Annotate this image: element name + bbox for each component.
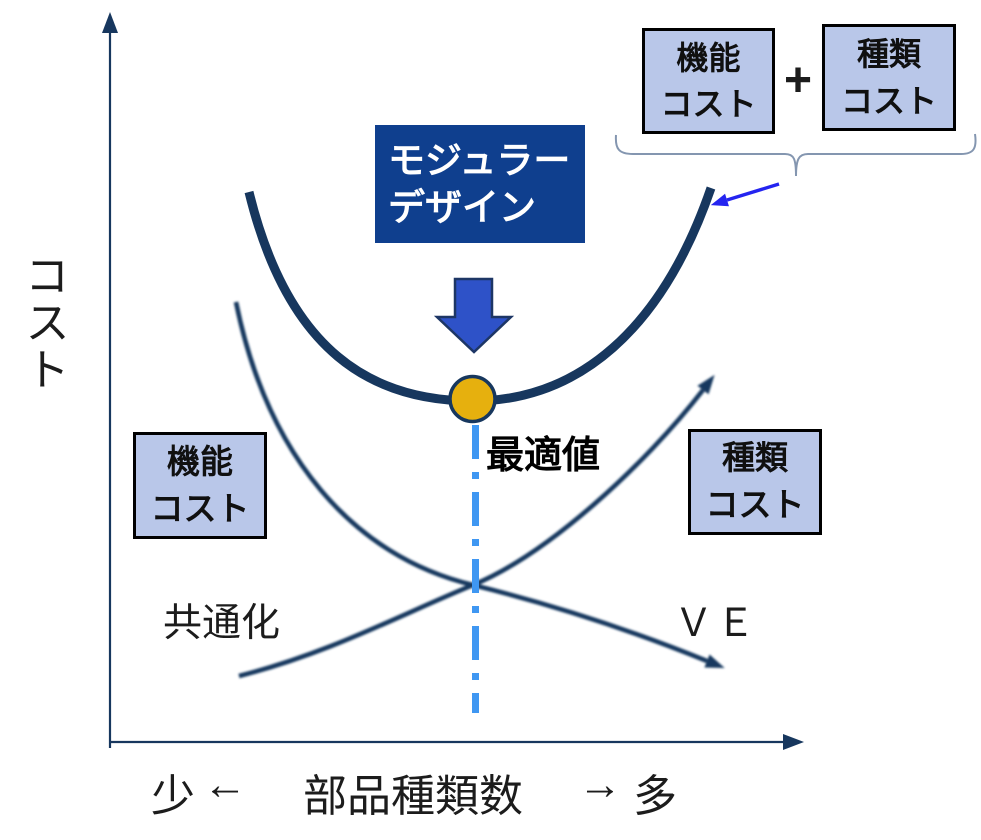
ve-label: ＶＥ: [674, 602, 759, 645]
pointer-arrow-head-icon: [710, 193, 729, 207]
x-axis-many-label: 多: [633, 772, 677, 821]
type-cost-box: 種類 コスト: [688, 429, 822, 535]
function-cost-label: 機能 コスト: [150, 442, 250, 527]
formula-type-cost-label: 種類 コスト: [840, 36, 937, 119]
optimal-value-label: 最適値: [486, 435, 601, 477]
formula-plus-sign: +: [784, 54, 813, 107]
formula-function-cost-box: 機能 コスト: [642, 28, 775, 134]
pointer-arrow-line: [726, 182, 780, 202]
formula-type-cost-box: 種類 コスト: [822, 24, 956, 131]
function-cost-box: 機能 コスト: [133, 432, 267, 539]
modular-design-label: モジュラー デザイン: [388, 139, 571, 228]
function-cost-curve: [233, 301, 708, 664]
formula-function-cost-label: 機能 コスト: [660, 39, 757, 122]
type-cost-label: 種類 コスト: [705, 439, 805, 523]
y-axis-label: コスト: [18, 252, 69, 393]
commonization-label: 共通化: [163, 602, 281, 645]
modular-design-box: モジュラー デザイン: [375, 125, 585, 243]
type-cost-curve-arrow-icon: [697, 374, 715, 395]
x-axis-right-arrow: →: [578, 760, 622, 809]
down-block-arrow-icon: [433, 277, 515, 354]
function-cost-curve-arrow-icon: [704, 654, 725, 668]
y-axis-arrow-icon: [102, 12, 118, 33]
x-axis-few-label: 少: [151, 772, 195, 821]
x-axis-left-arrow: ←: [203, 760, 247, 809]
x-axis-title: 部品種類数: [303, 772, 523, 821]
x-axis-arrow-icon: [783, 734, 804, 750]
brace-under-formula: [614, 133, 977, 177]
optimal-point-marker: [448, 374, 497, 424]
